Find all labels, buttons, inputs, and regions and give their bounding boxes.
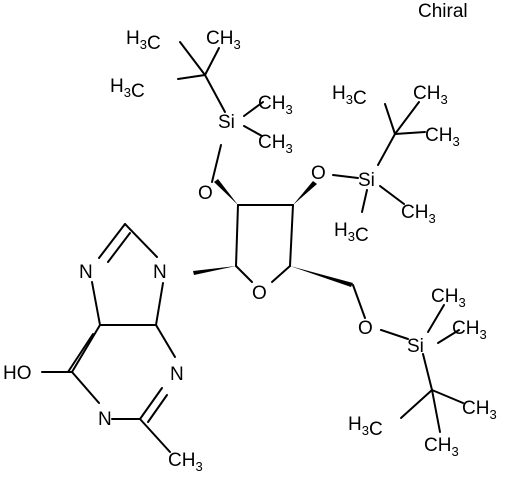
bond-o4-c4 (271, 265, 291, 283)
wedge-c1-n9 (193, 266, 236, 275)
bond-si3-cq-me3 (394, 131, 426, 135)
bond-si3-cq-me2 (394, 101, 420, 135)
si-c2-methyl-b: CH3 (258, 132, 293, 156)
bond-si5-me2 (437, 329, 460, 344)
wedge-c3-o3 (293, 181, 317, 205)
bond-n7-c8-double (107, 232, 131, 263)
bond-o5-si (380, 329, 409, 340)
bond-si2-me2 (243, 125, 263, 137)
ring-oxygen-label: O (252, 283, 267, 304)
bond-si2-cq (204, 74, 226, 113)
bond-c2-ch3 (139, 418, 171, 453)
n1-label: N (98, 409, 112, 430)
si-c3-methyl-b: H3C (334, 220, 369, 246)
c2-oxygen-label: O (198, 183, 213, 204)
hydroxyl-label: HO (3, 363, 32, 384)
c2-methyl-label: CH3 (168, 450, 203, 474)
bond-c5-c6-double (67, 333, 94, 373)
tbu-c2-methyl-b: CH3 (206, 28, 241, 52)
bonds (41, 41, 464, 453)
bond-c1-o4 (235, 265, 253, 283)
wedge-c4-c5 (290, 266, 353, 287)
bond-si5-cq-me2 (400, 389, 433, 419)
tbu-c5-methyl-c: CH3 (424, 435, 459, 459)
bond-si2-cq-me3 (177, 74, 206, 80)
wedge-c2-o2 (214, 179, 238, 205)
bond-c5-c6 (71, 324, 101, 373)
group-labels: H3C CH3 H3C CH3 CH3 H3C CH3 CH3 CH3 H3C … (110, 28, 497, 474)
bond-c5-o5 (352, 284, 366, 319)
tbu-c3-methyl-b: CH3 (413, 83, 448, 107)
n7-label: N (79, 262, 93, 283)
n3-label: N (170, 364, 184, 385)
bond-si2-cq-me1 (179, 41, 206, 76)
chirality-label: Chiral (418, 1, 468, 22)
si-c5-methyl-b: CH3 (452, 318, 487, 342)
si-c5-methyl-a: CH3 (431, 286, 466, 310)
tbu-c2-methyl-a: H3C (126, 28, 161, 54)
bond-si2-me1 (243, 101, 264, 117)
bond-si5-cq-me3 (431, 389, 441, 433)
si-c3-methyl-a: CH3 (401, 202, 436, 226)
bond-n3-c4 (155, 324, 176, 358)
tbu-c3-methyl-c: CH3 (425, 125, 460, 149)
bond-c2-n3 (139, 387, 163, 420)
si-c2-label: Si (218, 112, 235, 133)
bond-n9-c4 (155, 282, 164, 326)
bond-c2-n3-double (147, 394, 168, 423)
bond-c3-c4 (289, 204, 294, 267)
tbu-c5-methyl-a: CH3 (462, 398, 497, 422)
si-c3-label: Si (358, 170, 375, 191)
c3-oxygen-label: O (311, 163, 326, 184)
bond-c8-n9 (124, 223, 158, 258)
atom-labels: Chiral O O O O HO N N N N Si Si Si (3, 1, 468, 430)
bond-si5-cq (422, 353, 433, 391)
si-c2-methyl-a: CH3 (258, 93, 293, 117)
bond-si5-me1 (427, 304, 445, 333)
bond-c5-n7 (91, 281, 101, 326)
bond-n7-c8 (98, 223, 126, 259)
bond-si3-me1 (379, 185, 405, 205)
bond-si2-cq-me2 (204, 47, 220, 76)
tbu-c2-methyl-c: H3C (110, 76, 145, 102)
wedge-bonds (193, 179, 353, 287)
bond-c6-n1 (71, 371, 100, 404)
bond-c1-c2 (235, 204, 239, 267)
tbu-c3-methyl-a: H3C (332, 83, 367, 109)
si-c5-label: Si (407, 336, 424, 357)
bond-o3-si (332, 174, 359, 179)
bond-o2-si (211, 144, 222, 183)
bond-si3-me2 (361, 189, 368, 213)
bond-si5-cq-me1 (431, 389, 464, 404)
bond-si3-cq-me1 (384, 103, 396, 135)
c5-oxygen-label: O (358, 318, 373, 339)
tbu-c5-methyl-b: H3C (348, 414, 383, 440)
bond-si3-cq (377, 133, 396, 166)
n9-label: N (153, 262, 167, 283)
